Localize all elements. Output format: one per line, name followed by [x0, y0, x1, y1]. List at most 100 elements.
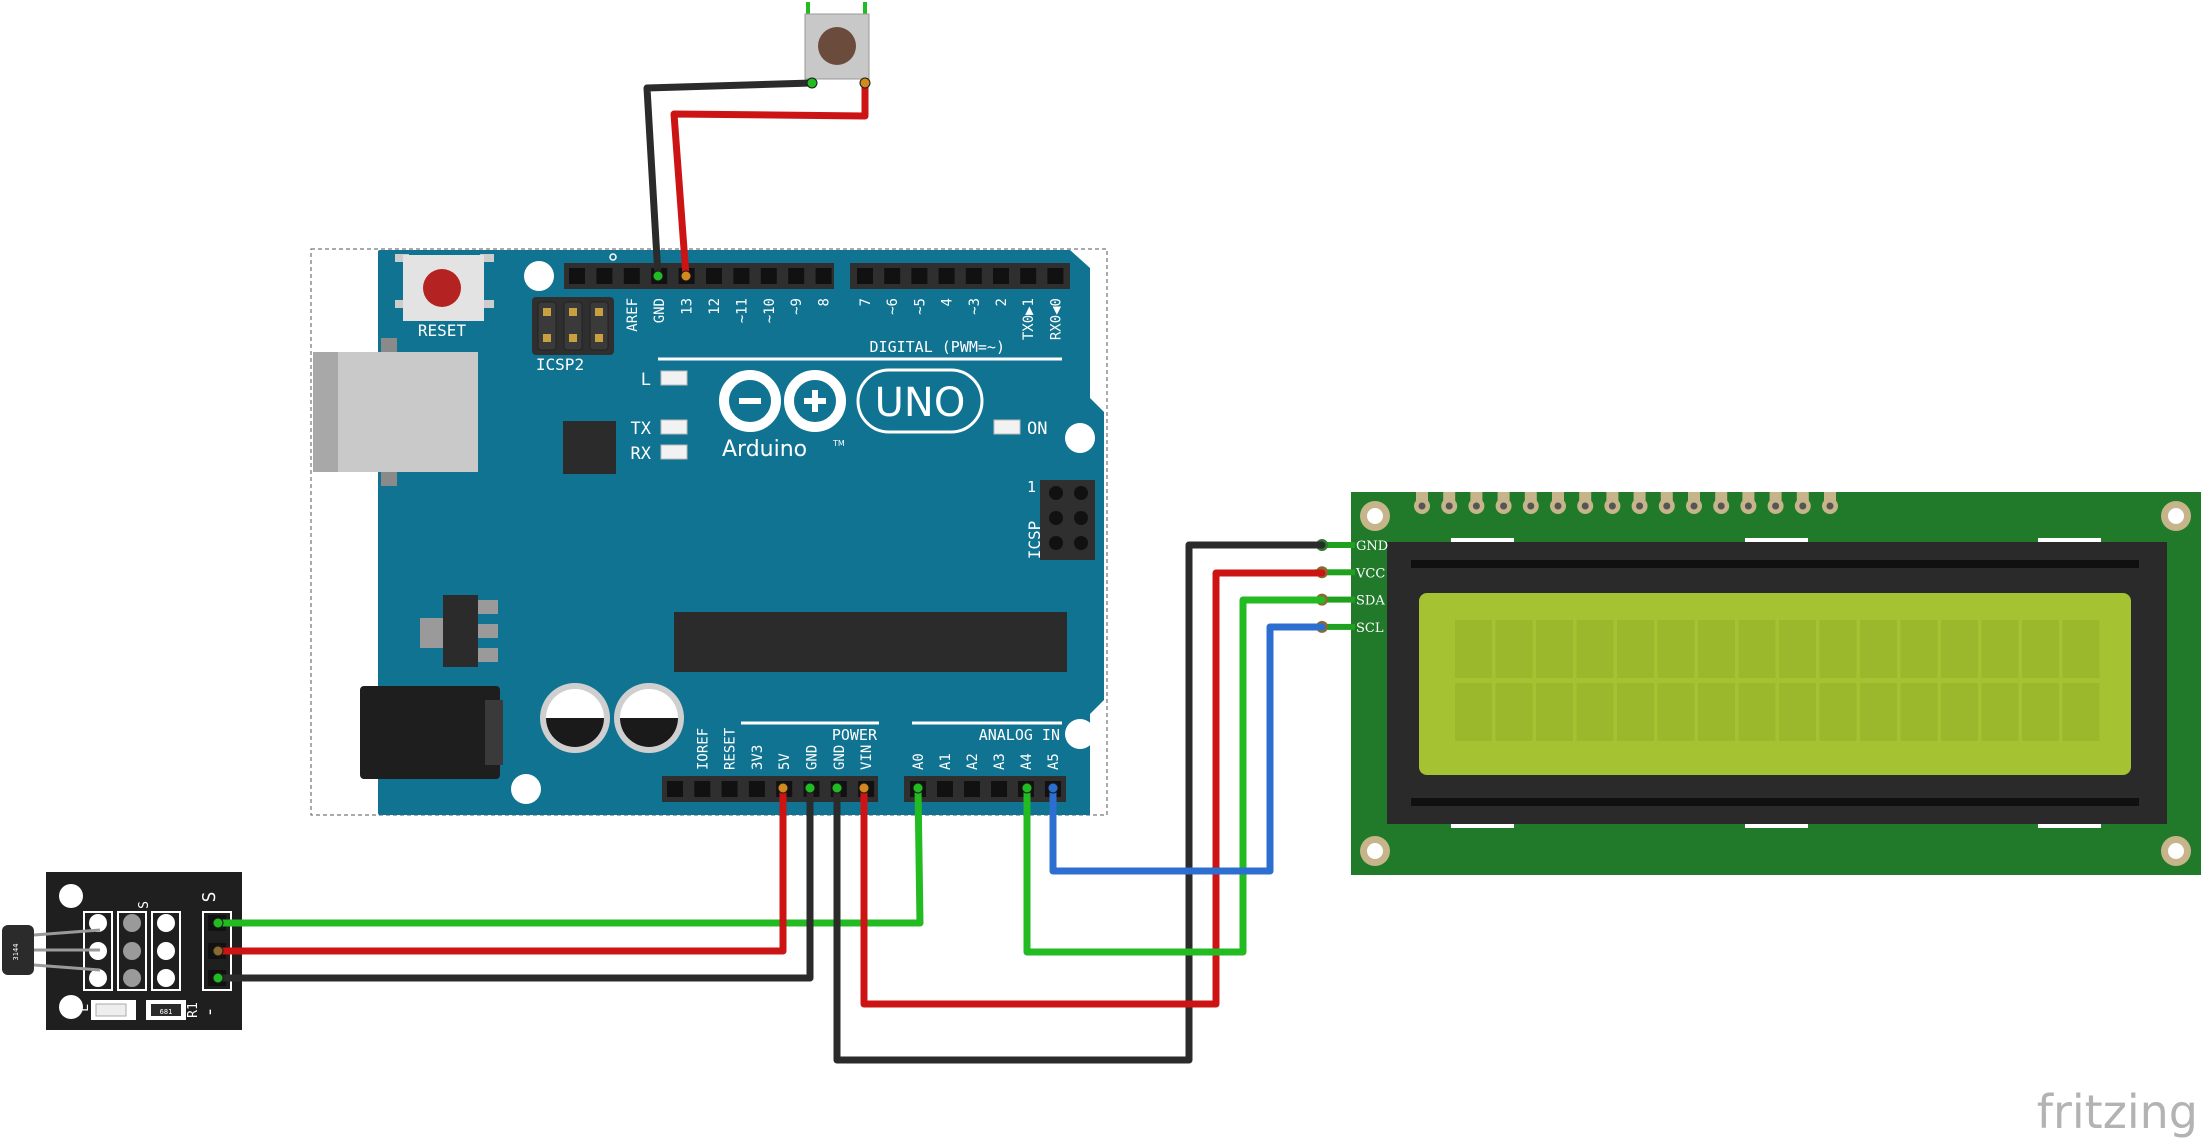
lcd-char-cell — [1779, 620, 1816, 678]
power-pin-label: IOREF — [695, 728, 711, 770]
wire-endpoint — [212, 972, 224, 984]
mount-hole — [1065, 423, 1095, 453]
lcd-char-cell — [1779, 683, 1816, 741]
wire-endpoint — [777, 782, 789, 794]
lcd-char-cell — [1617, 683, 1654, 741]
lcd-char-cell — [1738, 683, 1776, 741]
sensor-pad — [157, 969, 175, 987]
pin1-dot — [609, 253, 617, 261]
analog-label: ANALOG IN — [979, 726, 1060, 744]
header-socket — [721, 781, 738, 797]
digital-pin-label: 13 — [680, 298, 696, 315]
wire-endpoint — [1021, 782, 1033, 794]
header-socket — [937, 781, 953, 797]
analog-header — [904, 776, 1066, 802]
power-pin-label: RESET — [723, 727, 739, 770]
header-socket — [569, 268, 585, 284]
digital-pin-label: AREF — [625, 298, 641, 332]
lcd-char-cell — [1738, 620, 1776, 678]
digital-pin-label: ~3 — [967, 298, 983, 315]
digital-pin-label: 7 — [858, 298, 874, 306]
wire-red-lcd-vcc — [860, 569, 1326, 1008]
icsp-pin — [1049, 511, 1063, 525]
lcd-char-cell — [1536, 683, 1573, 741]
header-socket — [938, 268, 955, 284]
sensor-pad — [123, 942, 141, 960]
digital-pin-label: ~10 — [762, 298, 778, 323]
wire-black-button-gnd — [643, 79, 816, 280]
wire-endpoint — [1047, 782, 1059, 794]
led-rx — [660, 444, 688, 460]
header-socket — [694, 781, 711, 797]
analog-pin-label: A5 — [1046, 753, 1062, 770]
digital-pin-label: GND — [652, 298, 668, 323]
header-socket — [964, 781, 980, 797]
lcd-char-cell — [1576, 620, 1614, 678]
icsp2-label: ICSP2 — [536, 355, 584, 374]
lcd-char-cell — [2062, 620, 2100, 678]
arduino-brand-text: Arduino — [722, 437, 807, 462]
digital-pin-label: 2 — [994, 298, 1010, 306]
lcd-char-cell — [1455, 620, 1492, 678]
atmega-chip — [674, 612, 1067, 672]
lcd-pin-label: GND — [1356, 539, 1388, 554]
sensor-label-s-top: S — [199, 892, 220, 903]
hall-sensor-module[interactable]: 681 S S R1 - L 3144 — [2, 872, 242, 1030]
digital-pin-label: ~9 — [789, 298, 805, 315]
header-socket — [596, 268, 613, 284]
trademark: TM — [832, 439, 845, 448]
header-socket — [911, 268, 928, 284]
wire-black-sensor-gnd — [214, 784, 814, 982]
lcd-char-cell — [1455, 683, 1492, 741]
sensor-pad — [89, 914, 107, 932]
sensor-label-r1: R1 — [186, 1002, 201, 1018]
lcd-character-grid — [1455, 620, 2100, 741]
analog-pin-label: A2 — [965, 753, 981, 770]
arduino-logo-icon — [719, 368, 984, 434]
lcd-char-cell — [1617, 620, 1654, 678]
uno-logo-text: UNO — [875, 380, 966, 426]
lcd-char-cell — [1576, 683, 1614, 741]
power-pin-label: GND — [805, 745, 821, 770]
lcd-char-cell — [1900, 683, 1938, 741]
digital-header — [564, 253, 1070, 289]
power-header — [662, 776, 878, 802]
reset-button[interactable] — [395, 254, 494, 321]
wire-endpoint — [831, 782, 843, 794]
mount-hole — [524, 261, 554, 291]
icsp-pin1-label: 1 — [1027, 478, 1036, 496]
lcd-char-cell — [1495, 620, 1533, 678]
sensor-pad — [157, 914, 175, 932]
led-rx-label: RX — [631, 444, 652, 464]
icsp-pin — [1074, 511, 1088, 525]
sensor-label-s: S — [137, 901, 152, 909]
digital-pin-label: 12 — [707, 298, 723, 315]
icsp-header — [1040, 480, 1095, 560]
lcd-char-cell — [2062, 683, 2100, 741]
header-socket — [965, 268, 982, 284]
lcd-char-cell — [1657, 620, 1695, 678]
wire-endpoint — [212, 945, 224, 957]
icsp-label: ICSP — [1025, 521, 1044, 560]
resistor-value: 681 — [160, 1008, 173, 1016]
lcd-char-cell — [1657, 683, 1695, 741]
digital-pin-label: RX0◀0 — [1048, 298, 1064, 340]
lcd-char-cell — [1941, 683, 1978, 741]
digital-pin-label: ~6 — [885, 298, 901, 315]
digital-pin-label: 8 — [817, 298, 833, 306]
sensor-pad — [157, 942, 175, 960]
lcd-char-cell — [1819, 683, 1857, 741]
power-pin-label: 3V3 — [750, 745, 766, 770]
analog-pin-label: A0 — [911, 753, 927, 770]
header-socket — [667, 781, 683, 797]
wire-green-sensor-signal — [214, 784, 924, 927]
push-button[interactable] — [804, 2, 870, 84]
lcd-top-pins — [1414, 492, 1838, 514]
lcd-char-cell — [1698, 683, 1735, 741]
